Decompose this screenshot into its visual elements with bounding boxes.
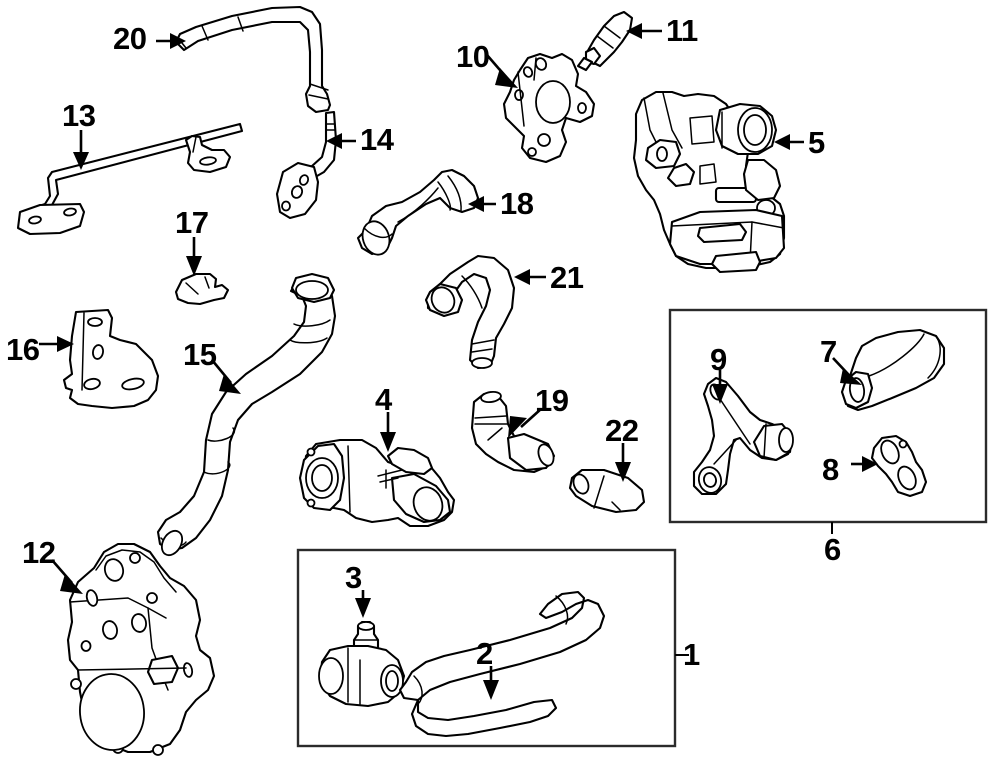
- callout-label-12[interactable]: 12: [22, 535, 56, 570]
- callout-label-4[interactable]: 4: [375, 382, 392, 417]
- leader-18: [468, 196, 496, 212]
- callout-label-13[interactable]: 13: [62, 98, 96, 133]
- callout-label-6[interactable]: 6: [824, 532, 841, 567]
- group-box-heater-hose: [296, 548, 677, 748]
- callout-label-1[interactable]: 1: [683, 637, 700, 672]
- leader-5: [774, 134, 804, 150]
- leader-8: [851, 456, 878, 472]
- callout-label-9[interactable]: 9: [710, 342, 727, 377]
- leader-19: [508, 408, 542, 438]
- leader-7: [832, 357, 862, 385]
- part-21-bypass-hose: [424, 254, 516, 370]
- leader-16: [39, 336, 74, 352]
- part-10-mounting-bracket: [502, 52, 596, 164]
- leader-10: [486, 54, 518, 88]
- leader-3: [355, 590, 371, 618]
- leader-13: [73, 130, 89, 170]
- leader-11: [626, 23, 662, 39]
- part-12-water-pump-housing: [66, 542, 216, 756]
- callout-label-2[interactable]: 2: [476, 636, 493, 671]
- leader-17: [186, 237, 202, 276]
- callout-label-5[interactable]: 5: [808, 125, 825, 160]
- part-9-water-pipe-assembly: [692, 376, 794, 496]
- callout-label-16[interactable]: 16: [6, 332, 40, 367]
- callout-label-15[interactable]: 15: [183, 337, 217, 372]
- callout-label-3[interactable]: 3: [345, 560, 362, 595]
- part-14-coolant-tube-bracket: [275, 110, 338, 220]
- part-8-gasket-seal: [870, 434, 928, 498]
- callout-label-14[interactable]: 14: [360, 122, 394, 157]
- callout-label-7[interactable]: 7: [820, 334, 837, 369]
- callout-label-22[interactable]: 22: [605, 413, 639, 448]
- part-16-support-bracket: [62, 308, 160, 410]
- callout-label-20[interactable]: 20: [113, 21, 147, 56]
- part-4-thermostat-housing: [298, 438, 456, 528]
- callout-label-19[interactable]: 19: [535, 383, 569, 418]
- part-17-clamp: [174, 272, 230, 306]
- leader-4: [380, 412, 396, 452]
- leader-21: [514, 269, 546, 285]
- callout-label-21[interactable]: 21: [550, 260, 584, 295]
- part-2-heater-hose: [398, 590, 606, 738]
- group-box-water-pipe: [668, 308, 988, 524]
- part-11-coolant-temp-sensor: [576, 10, 634, 72]
- part-18-water-inlet-pipe: [356, 168, 480, 256]
- part-20-coolant-hose: [174, 5, 332, 114]
- leader-9: [712, 370, 728, 404]
- part-3-hose-connector-valve: [318, 620, 406, 708]
- leader-22: [615, 443, 631, 482]
- leader-12: [51, 559, 83, 594]
- leader-2: [483, 666, 499, 700]
- callout-label-18[interactable]: 18: [500, 186, 534, 221]
- part-22-hose-sleeve: [568, 468, 646, 514]
- part-5-coolant-pump: [632, 90, 786, 274]
- callout-label-8[interactable]: 8: [822, 452, 839, 487]
- part-13-coolant-tube: [16, 122, 244, 236]
- leader-20: [156, 33, 186, 49]
- callout-label-11[interactable]: 11: [666, 13, 698, 48]
- callout-label-10[interactable]: 10: [456, 39, 490, 74]
- part-7-bypass-hose: [840, 328, 946, 412]
- leader-15: [210, 359, 241, 394]
- leader-14: [326, 133, 356, 149]
- part-15-radiator-hose: [156, 272, 337, 557]
- callout-label-17[interactable]: 17: [175, 205, 209, 240]
